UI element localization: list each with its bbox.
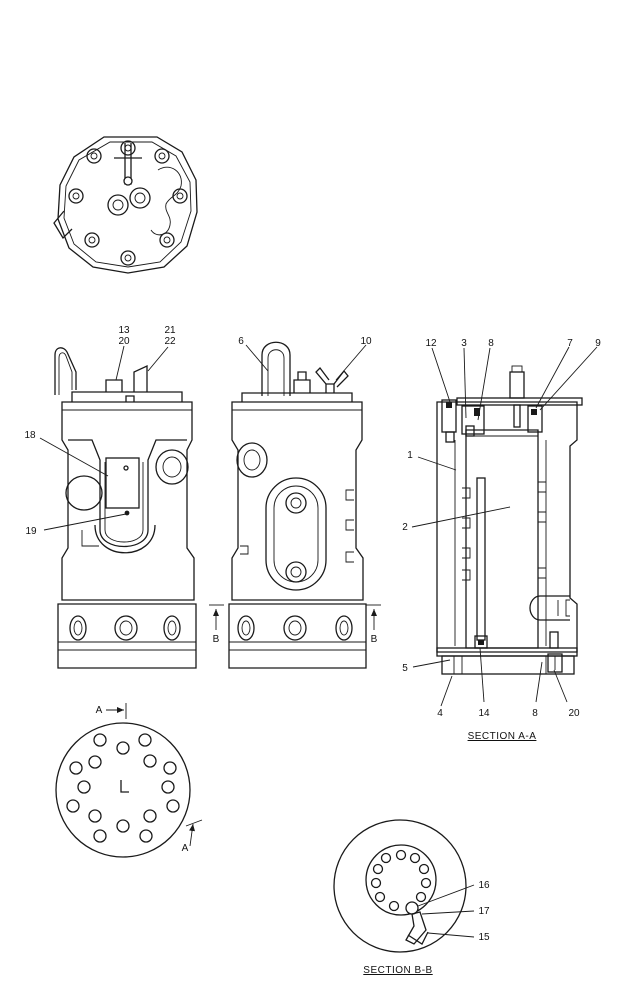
section-letter-a-top: A (96, 705, 103, 716)
top-view (53, 136, 198, 274)
section-letter-b-left: B (213, 634, 220, 645)
front-view (54, 347, 197, 669)
callout-labels: 13 20 21 22 6 10 18 19 12 3 8 7 9 1 2 5 … (24, 325, 601, 943)
callout-12: 12 (425, 338, 437, 349)
callout-14: 14 (478, 708, 490, 719)
top-view-bolts (68, 140, 188, 266)
callout-22: 22 (164, 336, 176, 347)
callout-19: 19 (25, 526, 37, 537)
callout-6: 6 (238, 336, 244, 347)
callout-13: 13 (118, 325, 130, 336)
section-bb-title: SECTION B-B (363, 965, 432, 976)
top-view-ports (107, 187, 151, 216)
callout-16: 16 (478, 880, 490, 891)
bottom-view (55, 722, 191, 858)
callout-5: 5 (402, 663, 408, 674)
section-bb-view (333, 819, 467, 953)
callout-20-base: 20 (568, 708, 580, 719)
callout-10: 10 (360, 336, 372, 347)
callout-18: 18 (24, 430, 36, 441)
bottom-view-holes (66, 733, 180, 843)
side-view (228, 341, 367, 669)
section-marker-b-right (366, 604, 381, 630)
callout-15: 15 (478, 932, 490, 943)
section-letters: B B A A (96, 634, 378, 854)
callout-8-bottom: 8 (532, 708, 538, 719)
callout-20: 20 (118, 336, 130, 347)
callout-8-top: 8 (488, 338, 494, 349)
callout-9: 9 (595, 338, 601, 349)
section-letter-a-bottom: A (182, 843, 189, 854)
callout-21: 21 (164, 325, 176, 336)
section-letter-b-right: B (371, 634, 378, 645)
callout-1: 1 (407, 450, 413, 461)
callout-17: 17 (478, 906, 490, 917)
section-bb-holes (370, 849, 432, 912)
section-marker-a-bottom (185, 819, 203, 847)
section-aa-view (436, 365, 583, 675)
leader-lines (39, 344, 598, 938)
callout-7: 7 (567, 338, 573, 349)
callout-2: 2 (402, 522, 408, 533)
section-marker-b-left (209, 604, 224, 630)
callout-3: 3 (461, 338, 467, 349)
callout-4: 4 (437, 708, 443, 719)
section-marker-a-top (106, 703, 127, 719)
section-aa-title: SECTION A-A (468, 731, 537, 742)
